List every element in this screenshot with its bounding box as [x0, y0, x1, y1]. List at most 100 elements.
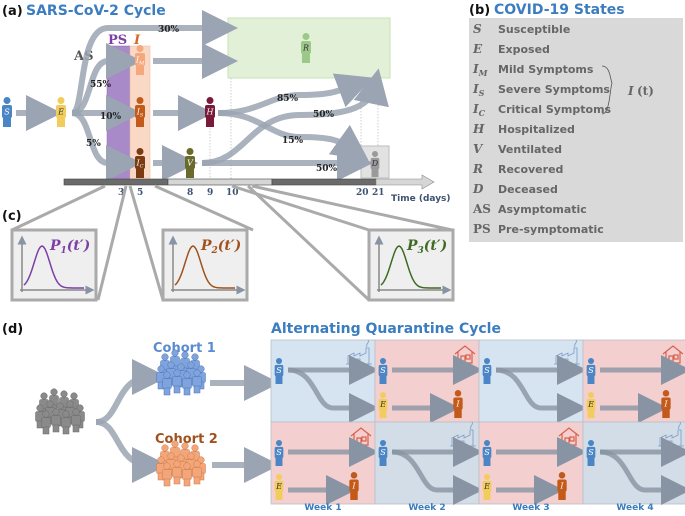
crowd-all	[35, 388, 85, 435]
arrow-exposure	[391, 449, 483, 505]
panel-c-label: (c)	[2, 209, 22, 224]
person-mild: IM	[135, 45, 145, 75]
plot-label: P3(t′)	[406, 238, 447, 256]
person-ventilated: V	[185, 148, 195, 178]
time-axis-label: Time (days)	[391, 194, 451, 204]
week-label-3: Week 3	[512, 503, 549, 513]
person-hospitalized: H	[205, 97, 215, 127]
person-recovered: R	[301, 33, 311, 63]
arrow-crowd-to-cohort2	[95, 419, 168, 483]
person-critical-letter: IC	[136, 159, 144, 170]
panel-b-title: COVID-19 States	[494, 2, 625, 18]
legend-row: E Exposed	[472, 42, 550, 56]
person-susceptible-letter: S	[484, 366, 490, 375]
legend-name: Ventilated	[498, 143, 562, 156]
pct-e-to-ic: 5%	[86, 139, 101, 149]
person-susceptible-letter: S	[588, 448, 594, 457]
person-susceptible: S	[2, 97, 12, 127]
arrow-exposure	[599, 449, 685, 505]
ps-band-label: PS	[108, 33, 127, 48]
projection-lines	[11, 184, 453, 302]
plot-curve	[380, 245, 441, 289]
legend-name: Recovered	[498, 163, 563, 176]
plot-curve	[174, 245, 235, 289]
cell-cohort1-week1: S	[270, 339, 379, 423]
person-infected: I	[453, 390, 463, 418]
person-infected: I	[661, 390, 671, 418]
person-severe: IS	[135, 97, 145, 127]
person-exposed-letter: E	[275, 482, 282, 491]
person-susceptible-letter: S	[276, 366, 282, 375]
week-label-2: Week 2	[408, 503, 445, 513]
legend-symbol: E	[472, 42, 483, 56]
person-recovered-letter: R	[302, 44, 309, 53]
person-susceptible-letter: S	[588, 366, 594, 375]
pct-e-to-is: 10%	[100, 112, 122, 122]
person-deceased: D	[370, 151, 380, 177]
person-infected-letter: I	[351, 481, 356, 490]
pct-v-to-d: 50%	[316, 164, 338, 174]
panel-a: (a) SARS-CoV-2 Cycle PS I AS	[2, 3, 451, 204]
person-infected: I	[349, 472, 359, 500]
cell-cohort1-week4: S E I	[582, 339, 685, 423]
cell-cohort2-week2: S	[374, 421, 483, 505]
person-susceptible-letter: S	[484, 448, 490, 457]
tick-20: 20	[356, 188, 369, 198]
legend-name: Deceased	[498, 183, 558, 196]
arrow-exposure	[287, 367, 379, 423]
person-susceptible: S	[274, 440, 284, 466]
arrow-crowd-to-cohort1	[95, 359, 168, 425]
crowds	[35, 349, 206, 487]
legend-name: Mild Symptoms	[498, 63, 594, 76]
distribution-plots: P1(t′)P2(t′)P3(t′)	[10, 228, 455, 302]
distribution-plot-3: P3(t′)	[367, 228, 455, 302]
person-exposed: E	[586, 392, 596, 418]
tick-8: 8	[187, 188, 193, 198]
legend-symbol: S	[473, 22, 482, 36]
timeline-segment-3	[271, 178, 377, 186]
pct-v-to-r: 50%	[313, 110, 335, 120]
legend-brace	[601, 65, 613, 115]
person-susceptible: S	[378, 358, 388, 384]
legend-group-t: (t)	[637, 84, 654, 98]
pct-as-to-r: 30%	[158, 25, 180, 35]
person-exposed: E	[274, 474, 284, 500]
legend-box	[469, 18, 683, 242]
pct-h-to-d: 15%	[282, 136, 304, 146]
person-mild-letter: IM	[135, 56, 145, 67]
person-infected-letter: I	[559, 481, 564, 490]
person-hospitalized-letter: H	[206, 108, 215, 117]
person-infected-letter: I	[455, 399, 460, 408]
legend-name: Exposed	[498, 43, 550, 56]
legend-name: Asymptomatic	[498, 203, 587, 216]
panel-d-title: Alternating Quarantine Cycle	[271, 321, 501, 337]
legend-name: Susceptible	[498, 23, 570, 36]
person-susceptible-letter: S	[276, 448, 282, 457]
legend-row: R Recovered	[472, 162, 563, 176]
legend-name: Pre-symptomatic	[498, 223, 604, 236]
person-infected: I	[557, 472, 567, 500]
timeline-segment-1	[63, 178, 169, 186]
tick-10: 10	[226, 188, 239, 198]
flow-arrows	[16, 10, 389, 181]
week-label-4: Week 4	[616, 503, 653, 513]
person-susceptible: S	[378, 440, 388, 466]
person-critical: IC	[135, 148, 145, 178]
legend-symbol: V	[473, 142, 484, 156]
person-susceptible: S	[482, 358, 492, 384]
legend-symbol: R	[472, 162, 483, 176]
cohort-split-arrows	[95, 359, 280, 483]
panel-a-label: (a)	[2, 4, 23, 19]
panel-d: (d) Alternating Quarantine Cycle Cohort …	[2, 321, 685, 513]
person-susceptible: S	[586, 440, 596, 466]
legend-group-i: I	[627, 84, 634, 98]
